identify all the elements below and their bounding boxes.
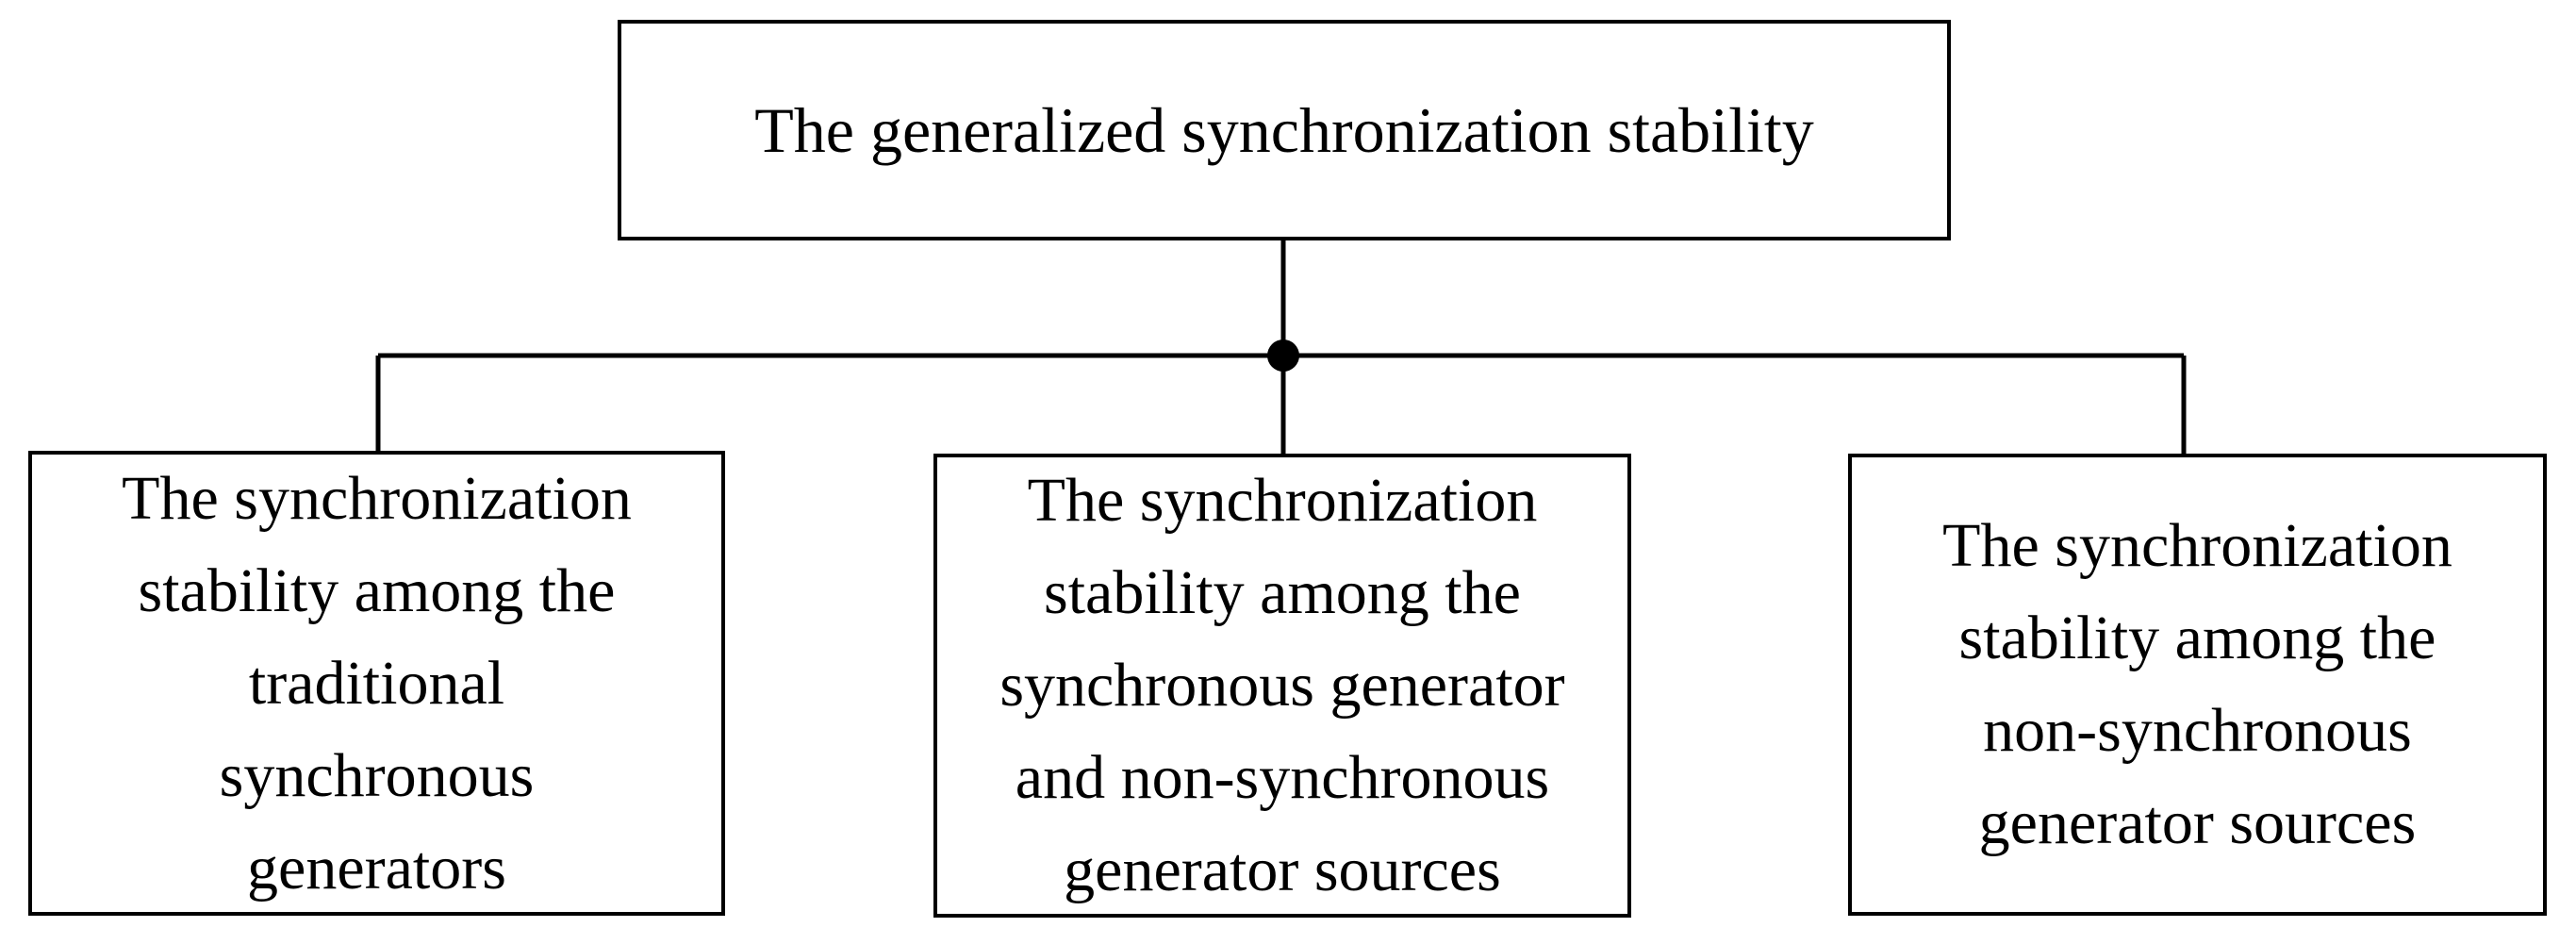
junction-dot (1267, 340, 1299, 372)
child-node-box-mixed: The synchronization stability among the … (933, 454, 1631, 918)
child-node-label-mixed: The synchronization stability among the … (999, 466, 1565, 904)
root-node-label: The generalized synchronization stabilit… (754, 94, 1814, 166)
child-node-box-non-synchronous: The synchronization stability among the … (1848, 454, 2547, 916)
child-node-label-non-synchronous: The synchronization stability among the … (1942, 511, 2452, 857)
child-node-box-traditional: The synchronization stability among the … (28, 451, 725, 916)
root-node-box: The generalized synchronization stabilit… (618, 20, 1951, 240)
child-node-label-traditional: The synchronization stability among the … (122, 463, 632, 903)
